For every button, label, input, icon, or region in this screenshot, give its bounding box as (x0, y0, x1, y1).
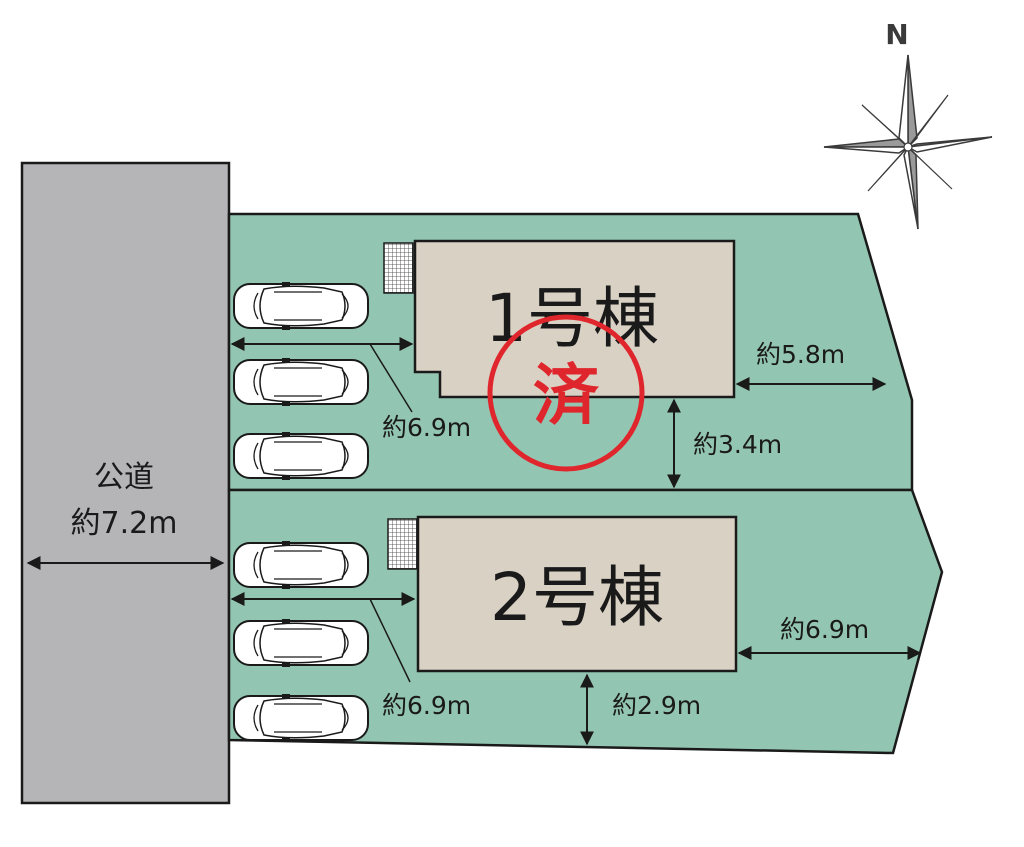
sold-stamp-circle (487, 314, 645, 472)
lot-1-road-distance-label: 約6.9m (382, 413, 471, 442)
building-2-label: 2号棟 (490, 559, 664, 636)
parking-car-icon (233, 540, 369, 590)
building-1-entrance-grid (383, 242, 414, 294)
lot-2-south-distance-label: 約2.9m (612, 691, 701, 720)
lot-1-east-distance-label: 約5.8m (756, 340, 845, 369)
building-2-entrance-grid (387, 518, 418, 570)
road-label: 公道 (94, 460, 154, 495)
lot-2-road-distance-label: 約6.9m (382, 691, 471, 720)
lot-2-east-distance-label: 約6.9m (780, 615, 869, 644)
parking-car-icon (233, 618, 369, 668)
parking-car-icon (233, 281, 369, 331)
parking-car-icon (233, 693, 369, 743)
compass-north-label: N (885, 18, 908, 51)
parking-car-icon (233, 431, 369, 481)
sold-stamp: 済 (533, 357, 600, 434)
compass-rose-icon (823, 54, 993, 230)
road-width-label: 約7.2m (71, 506, 178, 541)
lot-1-road-distance-leader (369, 343, 413, 413)
public-road (20, 161, 231, 805)
building-2 (416, 515, 738, 673)
lot-2-road-distance-leader (369, 598, 411, 683)
lot-1-south-distance-label: 約3.4m (693, 430, 782, 459)
parking-car-icon (233, 357, 369, 407)
